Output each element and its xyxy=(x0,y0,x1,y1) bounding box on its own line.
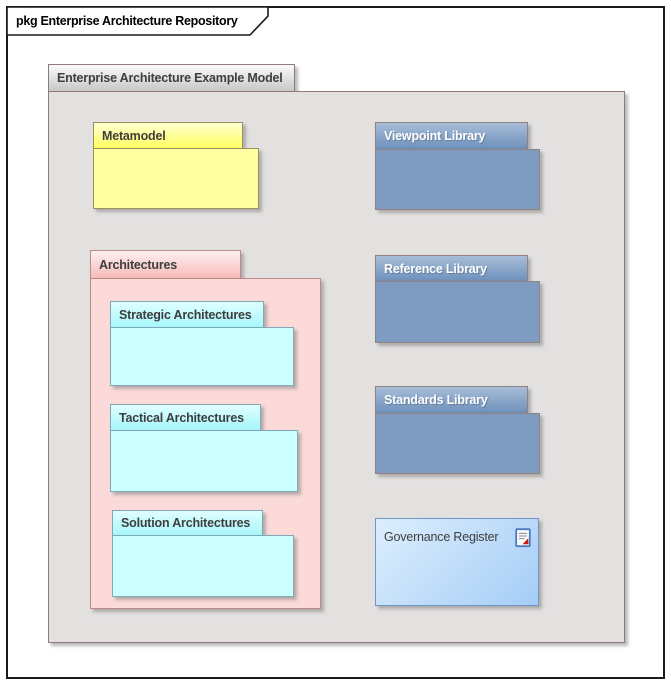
package-label-standards-library: Standards Library xyxy=(384,393,488,407)
frame-label: pkg Enterprise Architecture Repository xyxy=(6,6,276,38)
package-tab-viewpoint-library[interactable]: Viewpoint Library xyxy=(375,122,528,150)
package-label-viewpoint-library: Viewpoint Library xyxy=(384,129,486,143)
package-tab-metamodel[interactable]: Metamodel xyxy=(93,122,243,149)
frame-title: pkg Enterprise Architecture Repository xyxy=(16,13,238,28)
package-tab-solution-architectures[interactable]: Solution Architectures xyxy=(112,510,263,536)
package-tab-standards-library[interactable]: Standards Library xyxy=(375,386,528,414)
package-tab-reference-library[interactable]: Reference Library xyxy=(375,255,528,282)
package-body-strategic-architectures[interactable] xyxy=(110,327,294,386)
frame-pentagon-shape xyxy=(6,6,269,36)
document-icon xyxy=(515,528,532,553)
package-label-strategic-architectures: Strategic Architectures xyxy=(119,307,252,322)
package-tab-tactical-architectures[interactable]: Tactical Architectures xyxy=(110,404,261,431)
package-body-tactical-architectures[interactable] xyxy=(110,430,298,492)
package-label-metamodel: Metamodel xyxy=(102,128,166,143)
package-label-tactical-architectures: Tactical Architectures xyxy=(119,410,244,425)
package-label-architectures: Architectures xyxy=(99,257,177,272)
package-body-viewpoint-library[interactable] xyxy=(375,149,540,210)
package-label-reference-library: Reference Library xyxy=(384,261,487,276)
package-body-metamodel[interactable] xyxy=(93,148,259,209)
element-governance-register[interactable]: Governance Register xyxy=(375,518,539,606)
element-label-governance-register: Governance Register xyxy=(384,530,499,544)
package-tab-example-model[interactable]: Enterprise Architecture Example Model xyxy=(48,64,295,92)
package-label-solution-architectures: Solution Architectures xyxy=(121,516,251,530)
package-label-example-model: Enterprise Architecture Example Model xyxy=(57,71,283,85)
package-body-solution-architectures[interactable] xyxy=(112,535,294,597)
package-tab-architectures[interactable]: Architectures xyxy=(90,250,241,279)
package-body-reference-library[interactable] xyxy=(375,281,540,343)
package-tab-strategic-architectures[interactable]: Strategic Architectures xyxy=(110,301,264,328)
package-body-standards-library[interactable] xyxy=(375,413,540,474)
